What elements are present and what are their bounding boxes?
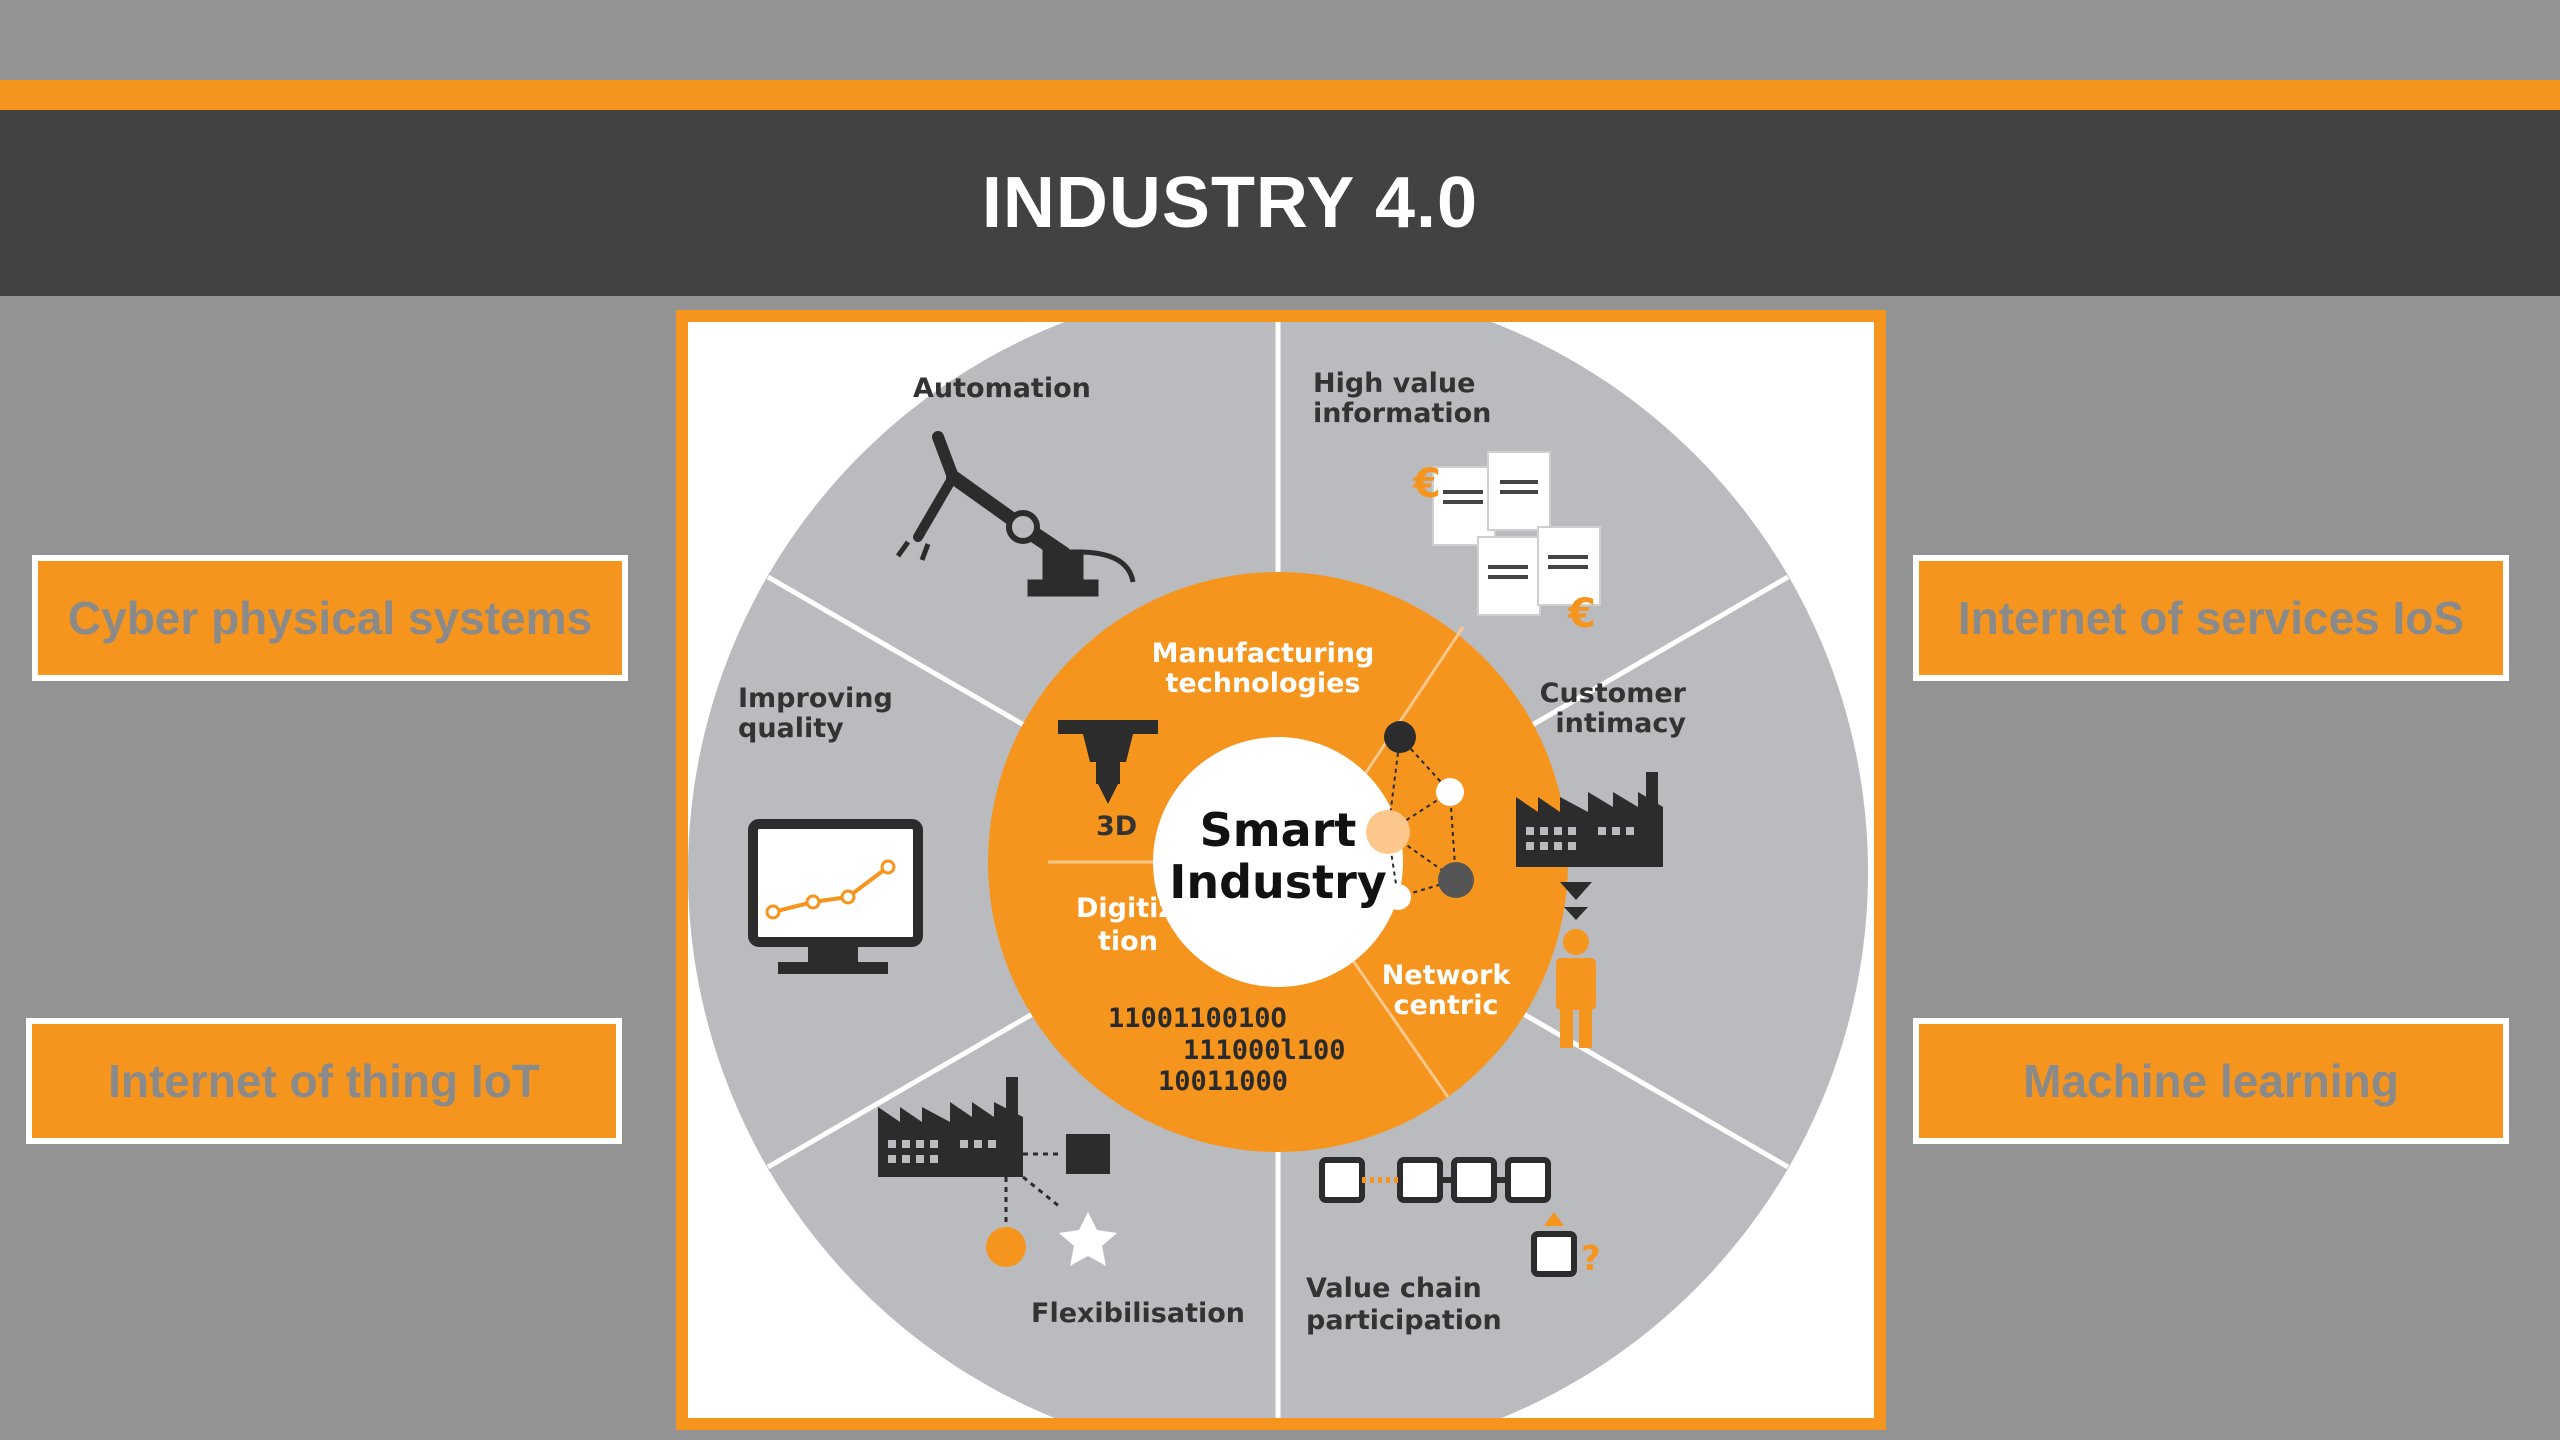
network-label-line1: Network xyxy=(1382,960,1512,991)
value-chain-label-line1: Value chain xyxy=(1306,1273,1482,1304)
value-chain-label-line2: participation xyxy=(1306,1305,1502,1336)
value-chain-icon: ? xyxy=(1319,1157,1601,1279)
digitization-label-line1: Digitiza- xyxy=(1076,893,1204,924)
binary-line-1: 1100110010O xyxy=(1108,1003,1287,1034)
monitor-chart-icon xyxy=(748,819,923,974)
binary-line-2: 111000l100 xyxy=(1183,1035,1346,1066)
3d-printer-icon: 3D xyxy=(1058,720,1158,842)
high-value-label-line2: information xyxy=(1313,398,1491,429)
3d-label: 3D xyxy=(1096,811,1137,842)
documents-currency-icon: € € xyxy=(1412,451,1601,637)
center-label-line2: Industry xyxy=(1169,855,1387,909)
accent-strip xyxy=(0,80,2560,110)
smart-industry-diagram: Smart Industry Manufacturing technologie… xyxy=(688,322,1874,1418)
center-circle xyxy=(1153,737,1403,987)
question-mark: ? xyxy=(1581,1239,1601,1279)
label-machine-learning: Machine learning xyxy=(1913,1018,2509,1144)
label-internet-of-services: Internet of services IoS xyxy=(1913,555,2509,681)
network-label-line2: centric xyxy=(1393,990,1498,1021)
currency-symbol-1: € xyxy=(1412,461,1441,507)
flexibilisation-label: Flexibilisation xyxy=(1031,1298,1245,1329)
page-title: INDUSTRY 4.0 xyxy=(981,163,1479,243)
center-label-line1: Smart xyxy=(1200,803,1357,857)
manufacturing-label-line1: Manufacturing xyxy=(1152,638,1375,669)
diagram-frame: Smart Industry Manufacturing technologie… xyxy=(676,310,1886,1430)
network-nodes-icon xyxy=(1366,721,1474,910)
digitization-label-line2: tion xyxy=(1098,926,1158,957)
automation-label: Automation xyxy=(913,373,1091,404)
label-internet-of-things: Internet of thing IoT xyxy=(26,1018,622,1144)
factory-flex-icon xyxy=(878,1077,1117,1267)
robot-arm-icon xyxy=(895,431,1136,597)
label-cyber-physical-systems: Cyber physical systems xyxy=(32,555,628,681)
arrow-up-down-icon xyxy=(1560,882,1592,920)
high-value-label-line1: High value xyxy=(1313,368,1475,399)
improving-label-line1: Improving xyxy=(738,683,893,714)
customer-label-line1: Customer xyxy=(1540,678,1687,709)
smart-industry-wheel: Smart Industry Manufacturing technologie… xyxy=(688,322,1868,1418)
binary-line-3: 10011000 xyxy=(1158,1066,1288,1097)
person-icon xyxy=(1556,929,1596,1048)
currency-symbol-2: € xyxy=(1567,591,1596,637)
manufacturing-label-line2: technologies xyxy=(1166,668,1361,699)
factory-icon xyxy=(1516,772,1663,867)
title-band: INDUSTRY 4.0 xyxy=(0,110,2560,296)
customer-label-line2: intimacy xyxy=(1555,708,1686,739)
improving-label-line2: quality xyxy=(738,713,844,744)
